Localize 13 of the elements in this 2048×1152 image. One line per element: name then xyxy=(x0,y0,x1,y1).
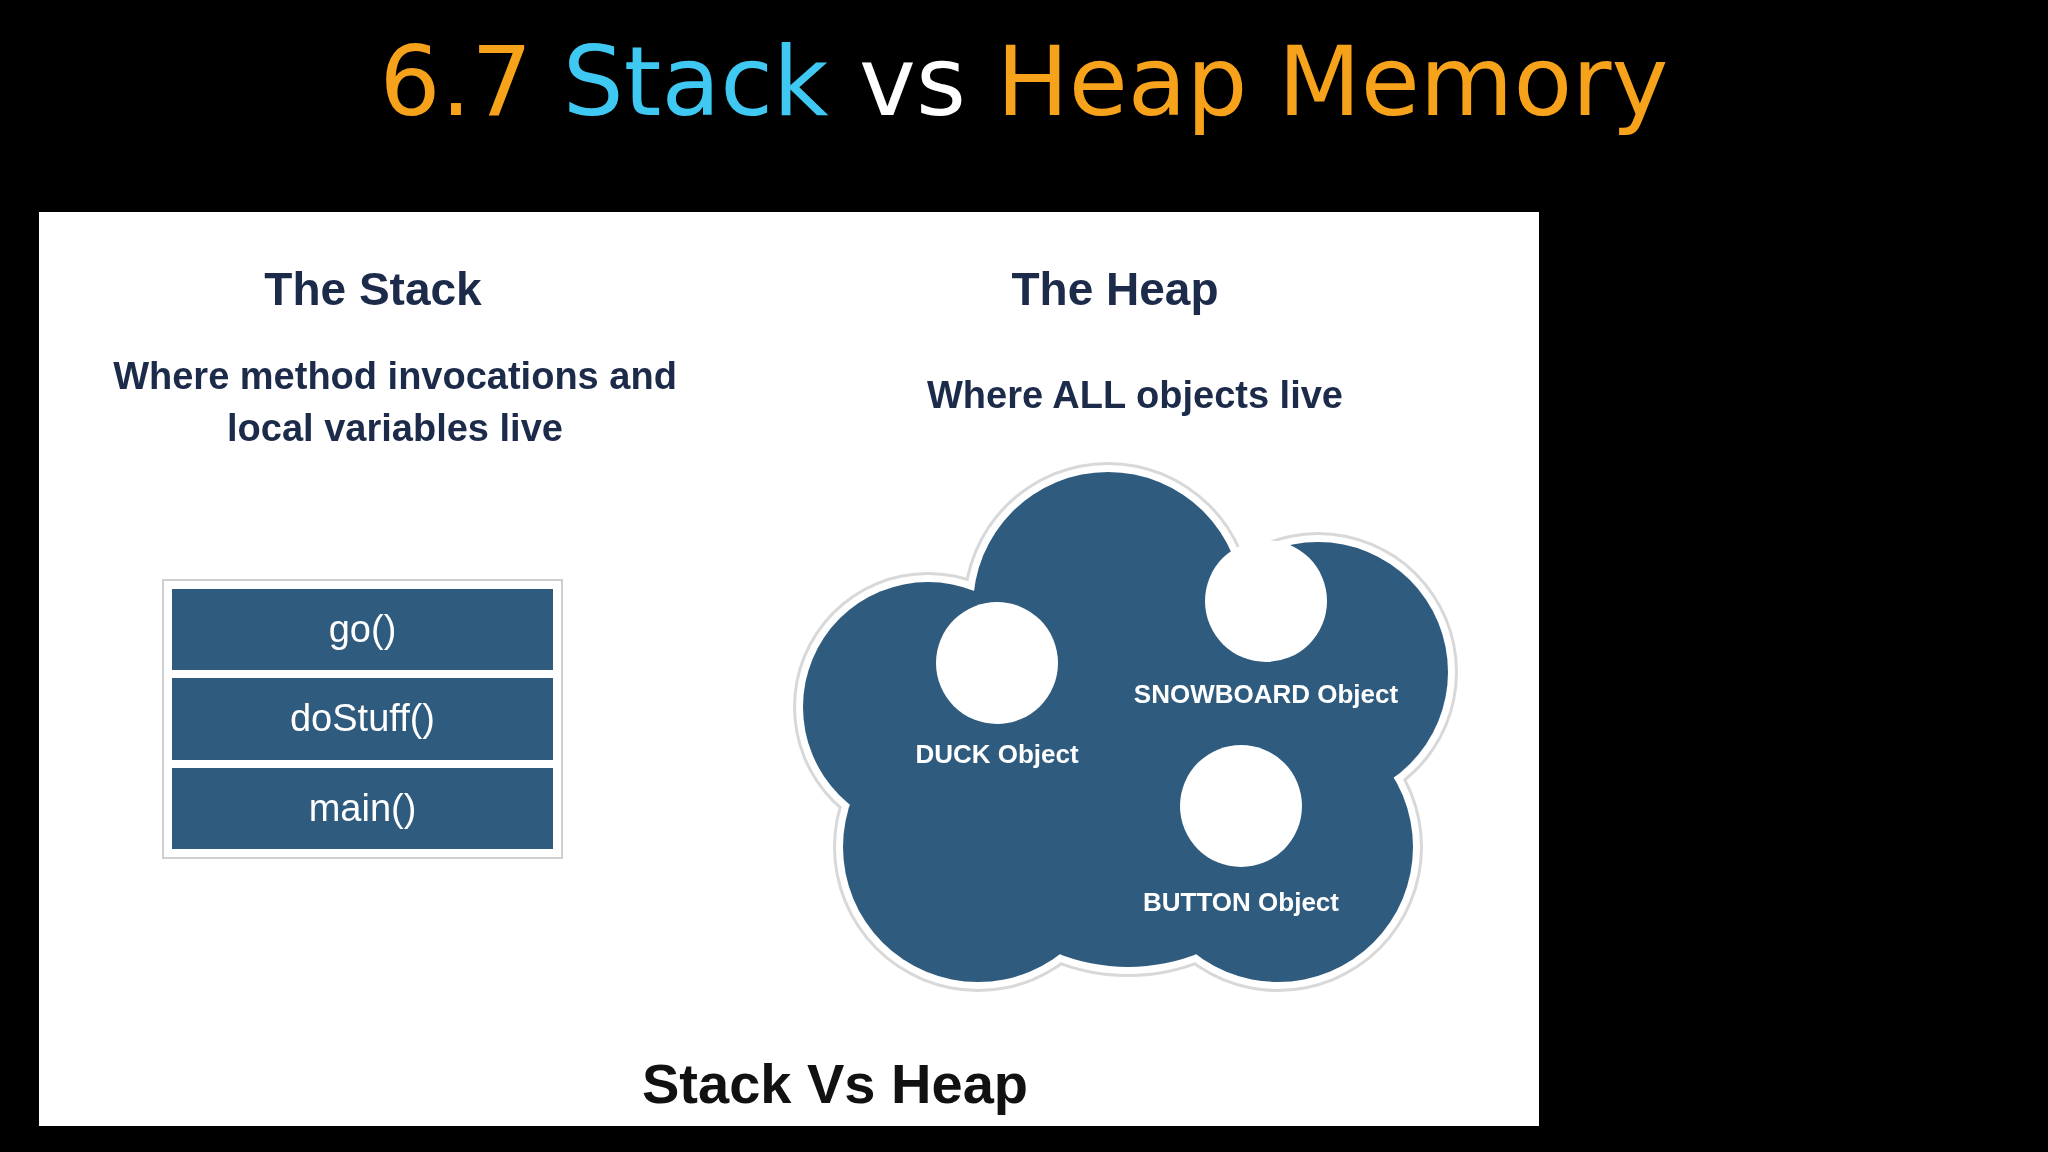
section-description: Where method invocations and local variables live xyxy=(112,354,678,451)
stack-frame-bar: main() xyxy=(172,767,553,849)
object-label: BUTTON Object xyxy=(1143,886,1339,919)
section-description: Where ALL objects live xyxy=(927,373,1343,418)
object-label: DUCK Object xyxy=(915,738,1079,771)
section-heading: The Heap xyxy=(1011,262,1219,317)
caption: Stack Vs Heap xyxy=(642,1051,1028,1117)
object-label: SNOWBOARD Object xyxy=(1133,678,1399,711)
title: 6.7 Stack vs Heap Memory xyxy=(379,25,1669,140)
stack-frame xyxy=(162,579,563,859)
section-heading: The Stack xyxy=(264,262,482,317)
stack-frame-bar: go() xyxy=(172,589,553,671)
stack-frame-bar: doStuff() xyxy=(172,678,553,760)
